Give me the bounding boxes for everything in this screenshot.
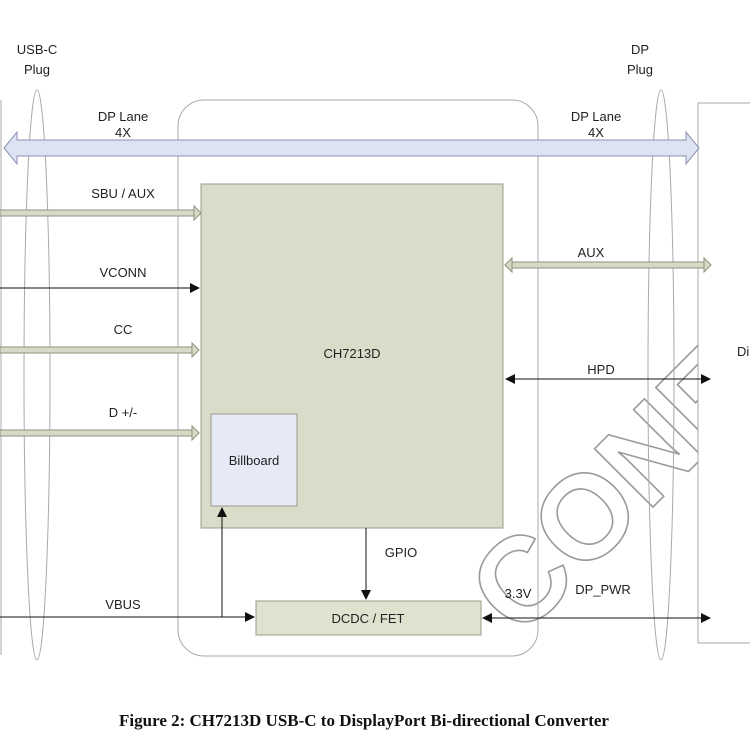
cc-label: CC	[114, 322, 133, 337]
ch7213d-label: CH7213D	[323, 346, 380, 361]
dp-lane-left-label-1: DP Lane	[98, 109, 148, 124]
d-pm-label: D +/-	[109, 405, 138, 420]
d-pm-bus	[0, 424, 200, 442]
dp-lane-arrow	[3, 130, 700, 166]
dp-plug-title-line1: DP	[631, 42, 649, 57]
vbus-label: VBUS	[105, 597, 141, 612]
dp-sink-label-partial: Di	[737, 344, 749, 359]
v33-label: 3.3V	[505, 586, 532, 601]
dp-lane-right-label-2: 4X	[588, 125, 604, 140]
dp-sink-box	[697, 102, 750, 644]
vconn-label: VCONN	[100, 265, 147, 280]
usb-c-plug-title-line2: Plug	[24, 62, 50, 77]
billboard-label: Billboard	[229, 453, 280, 468]
dcdc-fet-label: DCDC / FET	[332, 611, 405, 626]
billboard-block	[210, 413, 298, 507]
dcdc-fet-block	[255, 600, 482, 636]
dp-pwr-label: DP_PWR	[575, 582, 631, 597]
dp-lane-right-label-1: DP Lane	[571, 109, 621, 124]
gpio-label: GPIO	[385, 545, 418, 560]
aux-label: AUX	[578, 245, 605, 260]
sbu-aux-bus	[0, 204, 202, 222]
usb-c-plug-title-line1: USB-C	[17, 42, 57, 57]
dp-lane-left-label-2: 4X	[115, 125, 131, 140]
dp-plug-title-line2: Plug	[627, 62, 653, 77]
aux-bus	[504, 256, 712, 274]
hpd-label: HPD	[587, 362, 614, 377]
usb-c-plug-ellipse	[23, 89, 51, 661]
figure-caption: Figure 2: CH7213D USB-C to DisplayPort B…	[119, 711, 609, 730]
sbu-aux-label: SBU / AUX	[91, 186, 155, 201]
cc-bus	[0, 341, 200, 359]
